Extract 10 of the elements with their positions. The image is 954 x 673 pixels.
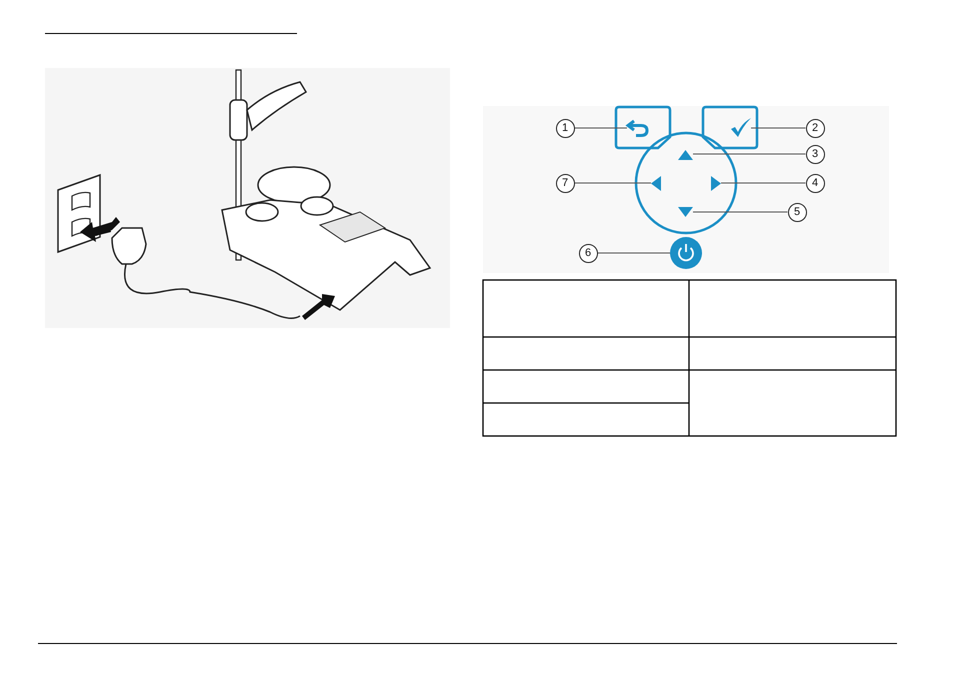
right-triangle-icon: [711, 176, 721, 191]
power-button: [670, 237, 702, 269]
leader-line: [574, 182, 652, 184]
up-triangle-icon: [678, 150, 693, 160]
left-triangle-icon: [651, 176, 661, 191]
leader-line: [597, 252, 670, 254]
checkmark-icon: [730, 118, 751, 138]
back-arrow-icon: [627, 120, 649, 137]
down-triangle-icon: [678, 207, 693, 217]
leader-line: [720, 182, 806, 184]
